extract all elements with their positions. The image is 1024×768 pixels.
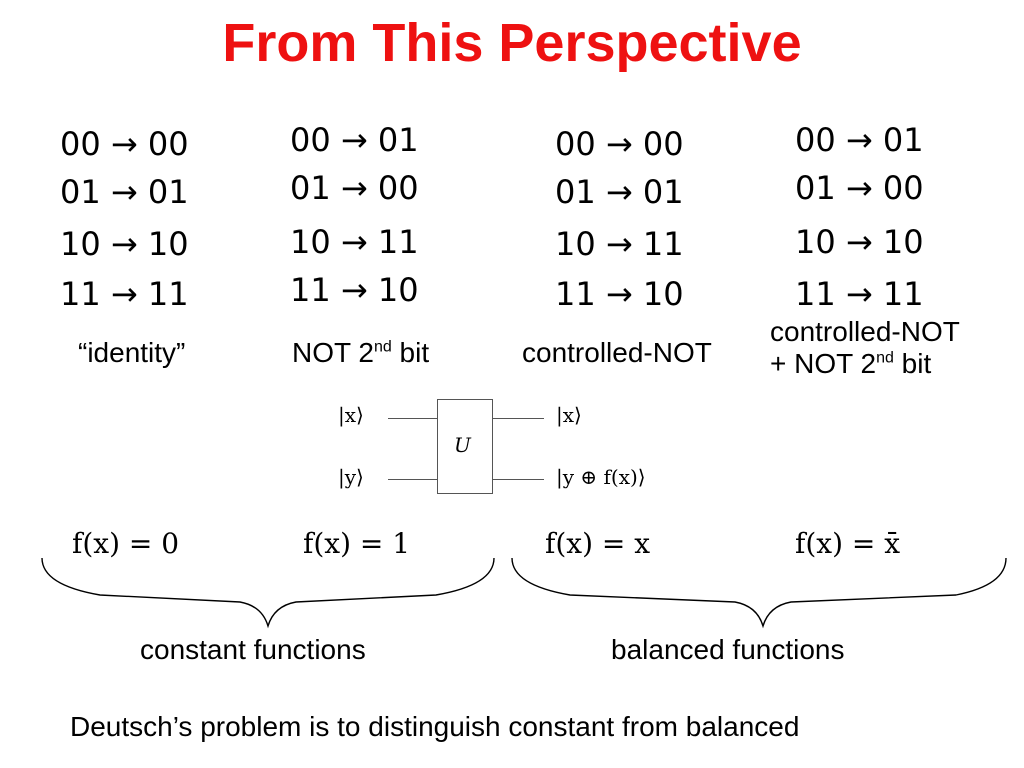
- mapping-row: 10 → 10: [795, 223, 924, 261]
- mapping-row: 11 → 10: [290, 271, 419, 309]
- mapping-row: 01 → 00: [290, 169, 419, 207]
- unitary-gate-box: [437, 399, 493, 494]
- column-label-controlled-not-plus-not: controlled-NOT + NOT 2nd bit: [770, 316, 960, 380]
- wire-x-in: [388, 418, 438, 419]
- column-label-not-second-bit: NOT 2nd bit: [292, 337, 430, 368]
- mapping-row: 11 → 11: [795, 275, 924, 313]
- mapping-row: 11 → 10: [555, 275, 684, 313]
- output-x-label: |x⟩: [556, 403, 582, 427]
- grouping-braces: [41, 557, 1007, 629]
- mapping-row: 01 → 01: [60, 173, 189, 211]
- balanced-functions-label: balanced functions: [611, 634, 845, 665]
- mapping-row: 00 → 00: [555, 125, 684, 163]
- output-y-label: |y ⊕ f(x)⟩: [556, 465, 646, 489]
- mapping-row: 00 → 01: [795, 121, 924, 159]
- column-label-identity: “identity”: [78, 337, 186, 368]
- balanced-brace: [511, 557, 1007, 629]
- footer-statement: Deutsch’s problem is to distinguish cons…: [70, 711, 800, 742]
- mapping-row: 00 → 01: [290, 121, 419, 159]
- wire-y-out: [492, 479, 544, 480]
- mapping-row: 00 → 00: [60, 125, 189, 163]
- constant-functions-label: constant functions: [140, 634, 366, 665]
- mapping-row: 11 → 11: [60, 275, 189, 313]
- mapping-row: 10 → 11: [290, 223, 419, 261]
- input-x-label: |x⟩: [338, 403, 364, 427]
- gate-label: U: [454, 433, 471, 457]
- mapping-row: 10 → 10: [60, 225, 189, 263]
- mapping-row: 01 → 00: [795, 169, 924, 207]
- column-label-controlled-not: controlled-NOT: [522, 337, 712, 368]
- wire-y-in: [388, 479, 438, 480]
- mapping-row: 10 → 11: [555, 225, 684, 263]
- wire-x-out: [492, 418, 544, 419]
- mapping-row: 01 → 01: [555, 173, 684, 211]
- constant-brace: [41, 557, 495, 629]
- function-identity: f(x) = x: [545, 527, 651, 560]
- function-constant-zero: f(x) = 0: [72, 527, 180, 560]
- function-constant-one: f(x) = 1: [303, 527, 411, 560]
- slide-title: From This Perspective: [222, 13, 802, 73]
- input-y-label: |y⟩: [338, 465, 364, 489]
- function-negation: f(x) = x̄: [795, 527, 901, 560]
